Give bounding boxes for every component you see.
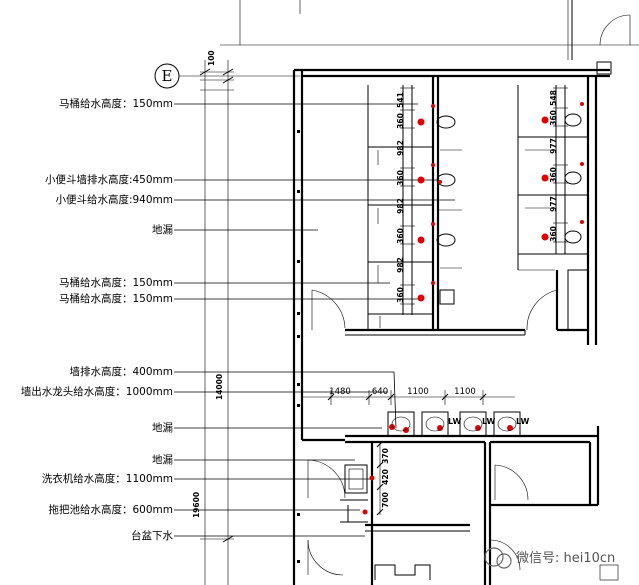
dim-right-977-1: 977 (549, 138, 558, 154)
lower-left-room (340, 464, 619, 581)
annotations: 马桶给水高度：150mm 小便斗墙排水高度:450mm 小便斗给水高度:940m… (21, 97, 455, 542)
left-stall-bank: 541 360 982 360 982 360 982 360 (367, 85, 462, 330)
marker-mop-sink (362, 509, 368, 515)
marker-r-toilet-2 (541, 174, 549, 182)
dim-700: 700 (381, 492, 390, 508)
dim-left-982-2: 982 (396, 198, 405, 214)
marker-lower-5 (507, 425, 513, 431)
marker-r-toilet-3 (541, 233, 549, 241)
dim-14000: 14000 (215, 374, 224, 400)
grid-axis-marker: E (154, 63, 300, 89)
tag-lw-3: LW (516, 417, 529, 426)
label-wall-faucet: 墙出水龙头给水高度：1000mm (21, 385, 173, 398)
label-floor-drain-2: 地漏 (152, 421, 173, 434)
dim-640: 640 (372, 387, 388, 397)
marker-lower-4 (475, 425, 481, 431)
watermark-text: 微信号: hei10cn (516, 551, 615, 566)
label-toilet-feed-3: 马桶给水高度：150mm (59, 292, 173, 305)
marker-urinal-drain (438, 180, 442, 184)
doors (307, 289, 558, 576)
marker-toilet-1 (417, 118, 425, 126)
tag-lw-1: LW (448, 417, 461, 426)
dim-100: 100 (207, 50, 216, 66)
marker-lower-3 (437, 425, 443, 431)
dim-left-982-1: 982 (396, 140, 405, 156)
left-dimension-lines: 100 14000 19600 (192, 50, 234, 585)
background-linework (220, 0, 639, 75)
marker-r-toilet-1 (541, 116, 549, 124)
walls (292, 68, 610, 585)
dim-right-360-2: 360 (549, 167, 558, 183)
watermark: 微信号: hei10cn (484, 547, 615, 569)
marker-feed-1 (431, 104, 435, 108)
basin-row: LW LW LW (387, 411, 529, 437)
tag-lw-2: LW (482, 417, 495, 426)
right-stall-bank: 548 360 977 360 977 360 (517, 85, 588, 271)
marker-toilet-3 (417, 236, 425, 244)
label-toilet-feed-1: 马桶给水高度：150mm (59, 97, 173, 110)
dim-left-982-3: 982 (396, 257, 405, 273)
marker-r-feed-1 (580, 102, 584, 106)
dim-1100-2: 1100 (454, 387, 476, 397)
dim-1100-1: 1100 (407, 387, 429, 397)
marker-feed-4 (431, 281, 435, 285)
label-basin-drain: 台盆下水 (131, 529, 173, 542)
dim-420: 420 (381, 469, 390, 485)
label-washer-feed: 洗衣机给水高度：1100mm (42, 472, 173, 485)
dim-370: 370 (381, 448, 390, 464)
red-markers (362, 102, 584, 515)
label-toilet-feed-2: 马桶给水高度：150mm (59, 276, 173, 289)
dim-1480: 1480 (329, 387, 351, 397)
dim-left-360-1: 360 (396, 113, 405, 129)
dim-left-360-4: 360 (396, 287, 405, 303)
label-mop-sink-feed: 拖把池给水高度：600mm (49, 503, 174, 516)
lower-dimension-chain: 1480 640 1100 1100 (302, 387, 515, 405)
dim-right-977-2: 977 (549, 196, 558, 212)
label-floor-drain-3: 地漏 (152, 453, 173, 466)
dim-right-360-3: 360 (549, 226, 558, 242)
marker-r-feed-2 (580, 162, 584, 166)
marker-feed-2 (431, 163, 435, 167)
marker-lower-1 (389, 424, 395, 430)
dim-right-360-1: 360 (549, 110, 558, 126)
dim-left-541: 541 (396, 92, 405, 108)
dim-left-360-3: 360 (396, 228, 405, 244)
marker-toilet-2 (417, 176, 425, 184)
dim-right-548: 548 (549, 90, 558, 106)
lower-vertical-dims: 370 420 700 (376, 440, 390, 516)
label-urinal-feed: 小便斗给水高度:940mm (55, 193, 173, 206)
label-urinal-drain: 小便斗墙排水高度:450mm (45, 173, 173, 186)
marker-feed-3 (431, 222, 435, 226)
dim-19600: 19600 (192, 492, 201, 518)
grid-axis-label: E (162, 67, 173, 85)
marker-r-feed-3 (580, 220, 584, 224)
marker-toilet-4 (417, 294, 425, 302)
dim-left-360-2: 360 (396, 170, 405, 186)
label-wall-drain: 墙排水高度：400mm (70, 365, 174, 378)
marker-washer (369, 475, 375, 481)
wall-ticks (297, 130, 300, 563)
label-floor-drain-1: 地漏 (152, 223, 173, 236)
